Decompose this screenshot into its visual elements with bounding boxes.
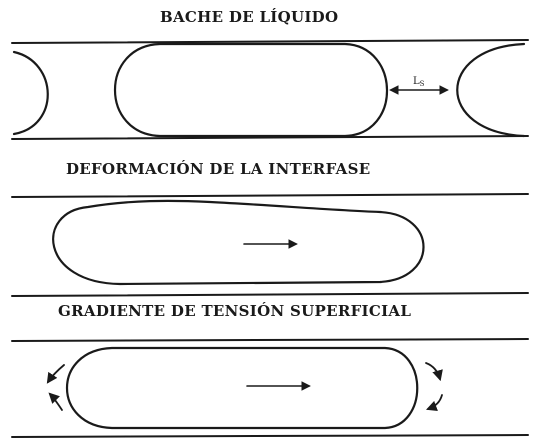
taylor-bubble [114, 42, 388, 138]
circulation-arrow-right-lower [425, 394, 443, 412]
panel-surface-tension-gradient [11, 338, 529, 438]
panel-title-interface-deformation: DEFORMACIÓN DE LA INTERFASE [66, 160, 371, 178]
tube-bottom-wall [11, 434, 529, 438]
circulation-arrow-left-upper [46, 364, 65, 384]
tube-top-wall [11, 193, 529, 198]
tube-bottom-wall [11, 135, 529, 140]
tube-bottom-wall [11, 292, 529, 297]
deformed-bubble [52, 199, 425, 286]
slug-length-label: LS [413, 76, 425, 88]
panel-interface-deformation [11, 193, 529, 297]
bubble-with-gradient [66, 346, 419, 430]
panel-liquid-slug: LS [11, 39, 529, 140]
tube-top-wall [11, 338, 529, 342]
tube-top-wall [11, 39, 529, 44]
panel-title-liquid-slug: BACHE DE LÍQUIDO [160, 8, 339, 26]
circulation-arrow-left-lower [48, 392, 63, 411]
bubble-tail-left [12, 50, 49, 136]
bubble-nose-right [456, 42, 526, 138]
circulation-arrow-right-upper [425, 362, 443, 382]
panel-title-surface-tension-gradient: GRADIENTE DE TENSIÓN SUPERFICIAL [58, 302, 412, 320]
